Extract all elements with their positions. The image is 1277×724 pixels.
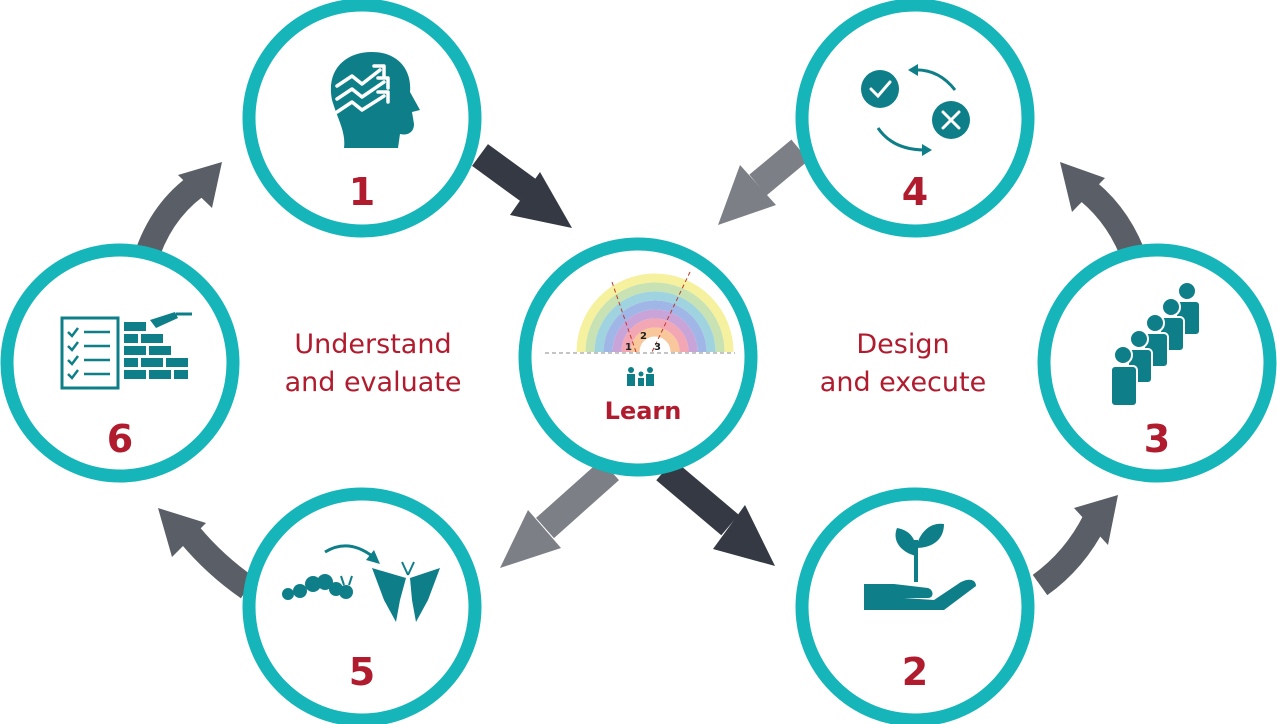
arrow-1-to-learn xyxy=(472,144,572,228)
step-6-number: 6 xyxy=(107,417,133,461)
step-4-number: 4 xyxy=(902,170,928,214)
right-label-line1: Design xyxy=(856,329,949,360)
rainbow-icon: 1 2 3 xyxy=(545,271,735,386)
hand-seedling-icon xyxy=(864,523,976,610)
step-5-circle xyxy=(242,487,482,724)
step-5-number: 5 xyxy=(349,650,375,694)
section-number-1: 1 xyxy=(625,342,632,353)
left-label-line2: and evaluate xyxy=(285,367,462,398)
section-number-3: 3 xyxy=(654,342,661,353)
head-growth-icon xyxy=(330,52,420,148)
arrow-2-to-3 xyxy=(1032,495,1118,596)
arrow-5-to-6 xyxy=(158,508,256,599)
arrow-6-to-1 xyxy=(136,162,222,257)
arrow-4-to-learn xyxy=(718,139,809,225)
step-3-number: 3 xyxy=(1144,417,1170,461)
family-icon xyxy=(627,367,654,386)
arrow-learn-to-5 xyxy=(500,459,619,568)
center-label: Learn xyxy=(605,397,682,425)
arrow-learn-to-2 xyxy=(656,459,775,566)
step-4-circle xyxy=(795,0,1035,238)
section-number-2: 2 xyxy=(640,331,647,342)
arrow-3-to-4 xyxy=(1060,162,1144,257)
caterpillar-butterfly-icon xyxy=(282,544,440,622)
checklist-bricks-icon xyxy=(60,312,192,390)
people-row-icon xyxy=(1110,281,1201,407)
step-2-number: 2 xyxy=(902,650,928,694)
step-6-circle xyxy=(0,243,240,483)
check-cross-cycle-icon xyxy=(861,64,970,156)
right-label-line2: and execute xyxy=(820,367,986,398)
step-1-number: 1 xyxy=(349,170,375,214)
left-label-line1: Understand xyxy=(294,329,451,360)
